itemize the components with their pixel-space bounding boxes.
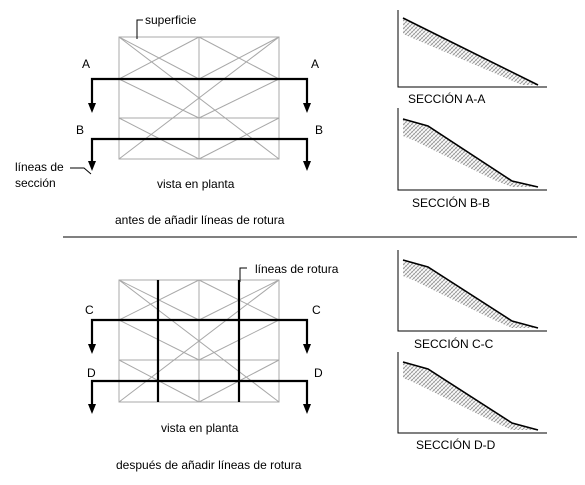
bottom-figure-caption: después de añadir líneas de rotura [116, 458, 302, 472]
bottom-plan-mesh [118, 279, 280, 403]
section-b-title: SECCIÓN B-B [412, 196, 491, 210]
section-letter-c-right: C [312, 303, 321, 317]
section-letter-d-left: D [87, 366, 96, 380]
surface-leader [136, 19, 143, 39]
section-letter-d-right: D [314, 366, 323, 380]
section-line-a [90, 77, 309, 105]
breaklines-leader [239, 267, 247, 282]
section-arrows-d [88, 404, 311, 414]
section-arrows-a [88, 103, 311, 113]
section-a-title: SECCIÓN A-A [408, 92, 486, 106]
top-plan-caption: vista en planta [157, 177, 235, 191]
section-letter-c-left: C [85, 303, 94, 317]
section-line-d [90, 379, 309, 406]
bottom-plan-caption: vista en planta [161, 421, 239, 435]
section-c-title: SECCIÓN C-C [414, 337, 494, 351]
section-d-title: SECCIÓN D-D [416, 438, 496, 452]
breaklines-label: líneas de rotura [255, 262, 339, 276]
section-c-profile [397, 250, 547, 332]
section-lines-label-line1: líneas de [15, 160, 64, 174]
section-line-c [90, 318, 309, 346]
section-line-b [90, 137, 309, 163]
section-letter-b-left: B [76, 123, 85, 137]
section-letter-a-right: A [311, 57, 320, 71]
section-letter-b-right: B [315, 123, 324, 137]
section-lines-label-line2: sección [15, 176, 56, 190]
surface-label: superficie [145, 13, 197, 27]
section-lines-leader [70, 167, 92, 175]
section-d-profile [397, 352, 547, 434]
section-a-profile [397, 10, 547, 88]
section-arrows-c [88, 344, 311, 354]
section-letter-a-left: A [82, 57, 91, 71]
section-b-profile [397, 108, 547, 191]
top-plan-mesh [118, 36, 280, 160]
section-arrows-b [88, 161, 311, 171]
top-figure-caption: antes de añadir líneas de rotura [115, 213, 285, 227]
